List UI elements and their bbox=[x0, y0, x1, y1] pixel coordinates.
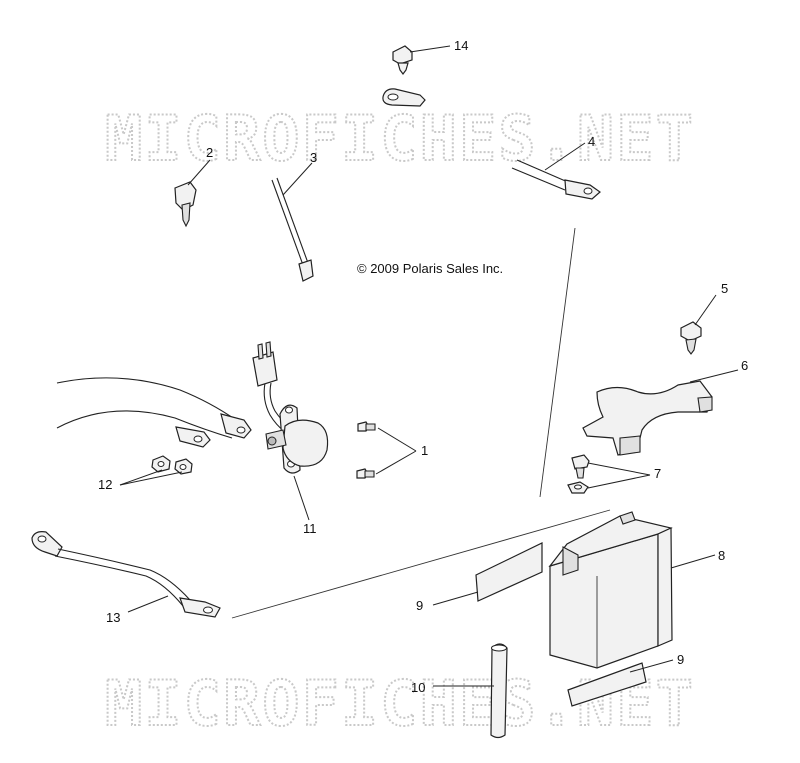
part-10-vent-tube bbox=[433, 643, 508, 739]
part-1-screws bbox=[356, 421, 417, 479]
callout-14: 14 bbox=[454, 38, 468, 53]
callout-7: 7 bbox=[654, 466, 661, 481]
wire-harness-left bbox=[56, 377, 252, 448]
callout-5: 5 bbox=[721, 281, 728, 296]
part-3-cable-tie bbox=[271, 162, 314, 282]
part-7-bolt-nut bbox=[567, 454, 651, 494]
reference-line-vertical bbox=[539, 227, 576, 498]
part-13-ground-cable bbox=[31, 531, 221, 618]
callout-13: 13 bbox=[106, 610, 120, 625]
callout-10: 10 bbox=[411, 680, 425, 695]
watermark-top: MICROFICHES.NET bbox=[105, 102, 695, 175]
part-8-battery bbox=[548, 511, 716, 669]
callout-6: 6 bbox=[741, 358, 748, 373]
callout-3: 3 bbox=[310, 150, 317, 165]
watermark-bottom: MICROFICHES.NET bbox=[105, 667, 695, 740]
part-12-nuts bbox=[119, 455, 193, 486]
part-14-push-rivet bbox=[392, 45, 451, 75]
callout-2: 2 bbox=[206, 145, 213, 160]
part-4-battery-cable bbox=[511, 142, 601, 200]
part-9-decal-left bbox=[432, 542, 543, 606]
callout-1: 1 bbox=[421, 443, 428, 458]
part-6-bracket bbox=[582, 369, 739, 456]
part-5-bolt bbox=[680, 294, 717, 355]
callout-8: 8 bbox=[718, 548, 725, 563]
callout-9-left: 9 bbox=[416, 598, 423, 613]
ring-terminal bbox=[382, 88, 426, 107]
part-2-clip bbox=[174, 159, 211, 228]
callout-11: 11 bbox=[303, 521, 317, 536]
reference-line-diagonal bbox=[231, 509, 611, 619]
callout-9-right: 9 bbox=[677, 652, 684, 667]
callout-4: 4 bbox=[588, 134, 595, 149]
callout-12: 12 bbox=[98, 477, 112, 492]
copyright-text: © 2009 Polaris Sales Inc. bbox=[357, 261, 503, 276]
part-9-decal-right bbox=[567, 659, 674, 707]
part-11-solenoid bbox=[252, 341, 329, 521]
